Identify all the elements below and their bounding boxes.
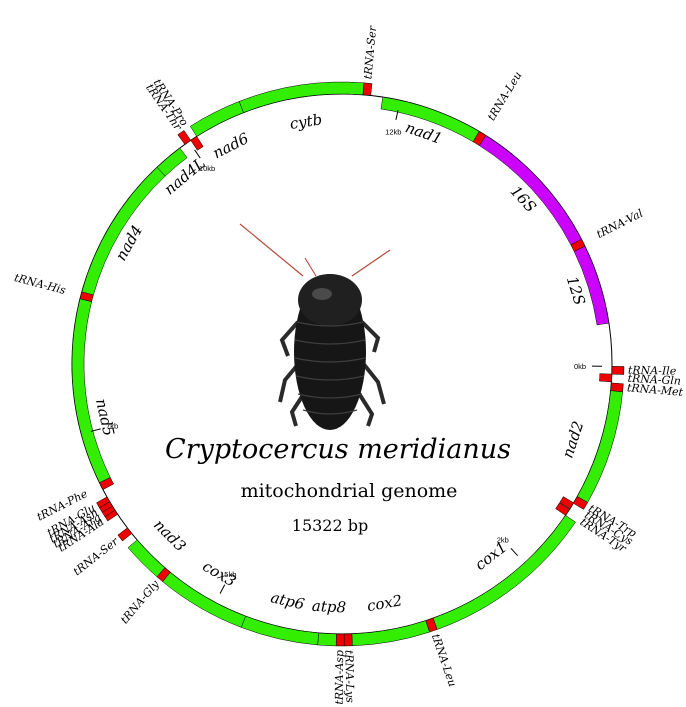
gene-16s [479, 135, 581, 244]
gene-label-cox2: cox2 [366, 591, 404, 615]
gene-trna-pro [191, 136, 203, 150]
gene-trna-ser [118, 528, 132, 541]
gene-nad5 [72, 299, 110, 483]
gene-trna-thr [178, 130, 191, 144]
gene-trna-ser [363, 83, 372, 96]
gene-trna-lys [344, 634, 352, 646]
gene-label-nad5: nad5 [92, 397, 118, 438]
trna-label-trna-his: tRNA-His [13, 271, 68, 297]
gene-nad2 [577, 391, 622, 503]
gene-label-nad6: nad6 [210, 129, 252, 162]
gene-nad4 [82, 167, 165, 295]
species-name: Cryptocercus meridianus [165, 434, 511, 465]
trna-label-trna-ser: tRNA-Ser [361, 25, 379, 80]
tick-2kb [511, 548, 518, 555]
gene-atp6 [241, 616, 318, 645]
tick-label-12kb: 12kb [385, 128, 401, 137]
gene-atp8 [318, 633, 337, 646]
gene-cox1 [433, 515, 575, 629]
gene-label-cox3: cox3 [199, 557, 239, 590]
trna-label-trna-leu: tRNA-Leu [429, 632, 459, 688]
trna-label-trna-asp: tRNA-Asp [333, 650, 346, 705]
gene-label-atp6: atp6 [269, 588, 307, 613]
gene-label-nad2: nad2 [559, 419, 588, 460]
trna-label-trna-val: tRNA-Val [594, 207, 645, 241]
gene-label-atp8: atp8 [311, 597, 346, 617]
trna-label-trna-ile: tRNA-Ile [628, 364, 677, 378]
gene-label-nad3: nad3 [150, 516, 189, 555]
gene-cox2 [352, 621, 430, 646]
genome-subtitle: mitochondrial genome [241, 480, 458, 502]
genome-size: 15322 bp [292, 516, 368, 535]
trna-label-trna-gly: tRNA-Gly [118, 577, 162, 626]
gene-trna-asp [336, 634, 344, 646]
gene-trna-ile [612, 366, 624, 374]
gene-trna-met [611, 383, 624, 392]
trna-label-trna-leu: tRNA-Leu [485, 69, 525, 123]
gene-label-12s: 12S [563, 274, 589, 307]
tick-label-0kb: 0kb [574, 362, 586, 371]
cockroach-image [240, 224, 390, 430]
gene-nad6 [190, 101, 243, 136]
gene-nad3 [128, 540, 165, 577]
gene-trna-gln [599, 374, 611, 382]
gene-label-cytb: cytb [289, 110, 324, 133]
